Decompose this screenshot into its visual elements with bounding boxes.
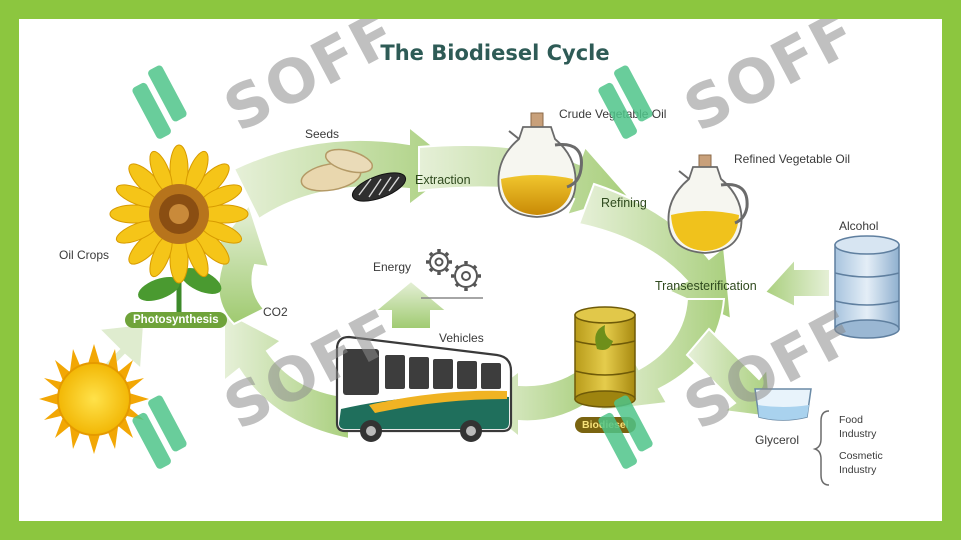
energy-label: Energy: [373, 260, 412, 274]
arrow-co2-to-photosynthesis: [207, 202, 271, 326]
page-title: The Biodiesel Cycle: [380, 41, 610, 65]
seeds-icon: [300, 148, 407, 202]
arrow-energy-up: [372, 279, 450, 330]
sun-icon: [39, 344, 149, 454]
vehicles-label: Vehicles: [439, 331, 484, 345]
photosynthesis-label: Photosynthesis: [125, 312, 227, 328]
seeds-label: Seeds: [305, 127, 340, 141]
crude-vegetable-oil-label: Crude Vegetable Oil: [559, 107, 667, 121]
alcohol-barrel-icon: [834, 235, 900, 339]
transesterification-label: Transesterification: [655, 279, 757, 293]
bus-icon: [335, 335, 513, 442]
glycerol-label: Glycerol: [755, 433, 800, 447]
extraction-label: Extraction: [415, 173, 471, 187]
biodiesel-label: Biodiesel: [575, 417, 636, 433]
biodiesel-barrel-icon: [574, 306, 636, 408]
glycerol-beaker-icon: [754, 388, 812, 421]
diagram-canvas: The Biodiesel Cycle Oil Crops Photosynth…: [19, 19, 942, 521]
arrow-alcohol-in: [763, 256, 831, 309]
cycle-graphics: [39, 112, 900, 486]
refining-label: Refining: [601, 196, 647, 210]
crude-oil-jug-icon: [497, 112, 583, 218]
glycerol-use-cosmetic: Cosmetic Industry: [839, 450, 883, 476]
sunflower-icon: [109, 144, 249, 314]
refined-vegetable-oil-label: Refined Vegetable Oil: [734, 152, 851, 166]
oil-crops-label: Oil Crops: [59, 248, 110, 262]
alcohol-label: Alcohol: [839, 219, 879, 233]
glycerol-use-food: Food Industry: [839, 414, 877, 440]
co2-label: CO2: [263, 305, 288, 319]
gears-icon: [421, 249, 483, 299]
glycerol-uses-brace: [812, 410, 830, 486]
arrow-glycerol-out: [685, 327, 773, 419]
refined-oil-jug-icon: [667, 154, 749, 254]
